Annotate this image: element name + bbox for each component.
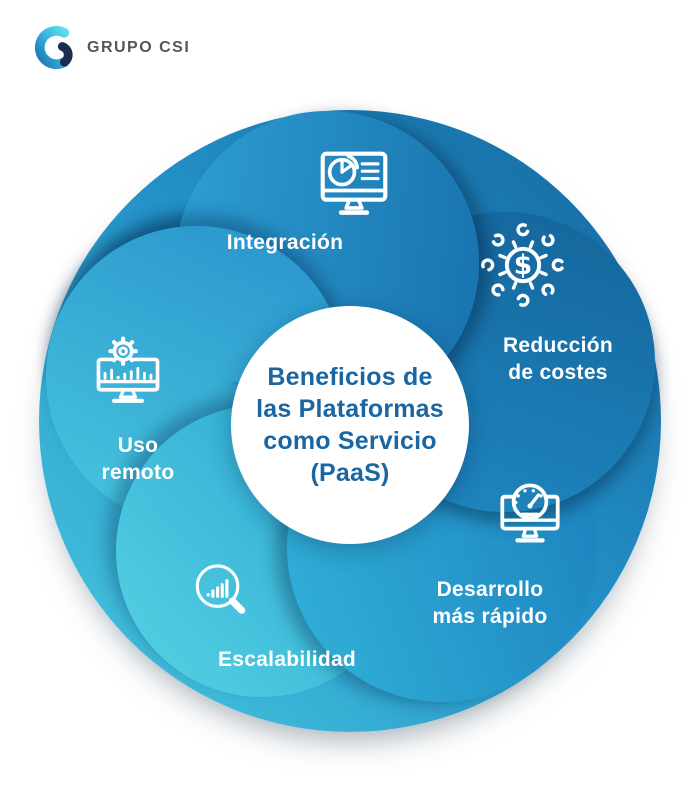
benefit-label-escalabilidad: Escalabilidad — [217, 648, 357, 671]
center-title: Beneficios de las Plataformas como Servi… — [256, 363, 444, 487]
dollar-network-icon: $ — [474, 216, 572, 314]
brand-name: GRUPO CSI — [87, 38, 191, 56]
gear-monitor-icon — [84, 334, 172, 416]
center-circle: Beneficios de las Plataformas como Servi… — [231, 306, 469, 544]
benefit-label-desarrollo: Desarrollo más rápido — [432, 578, 548, 628]
benefit-label-integracion: Integración — [226, 231, 344, 254]
monitor-pie-chart-icon — [308, 138, 400, 232]
speedometer-monitor-icon — [486, 474, 574, 558]
svg-text:$: $ — [514, 250, 532, 281]
brand-header: GRUPO CSI — [30, 24, 190, 71]
benefit-label-reduccion: Reducción de costes — [502, 334, 614, 384]
magnifier-bar-chart-icon — [184, 554, 262, 634]
benefit-label-uso-remoto: Uso remoto — [101, 434, 175, 484]
grupo-csi-logo-icon — [34, 26, 73, 69]
